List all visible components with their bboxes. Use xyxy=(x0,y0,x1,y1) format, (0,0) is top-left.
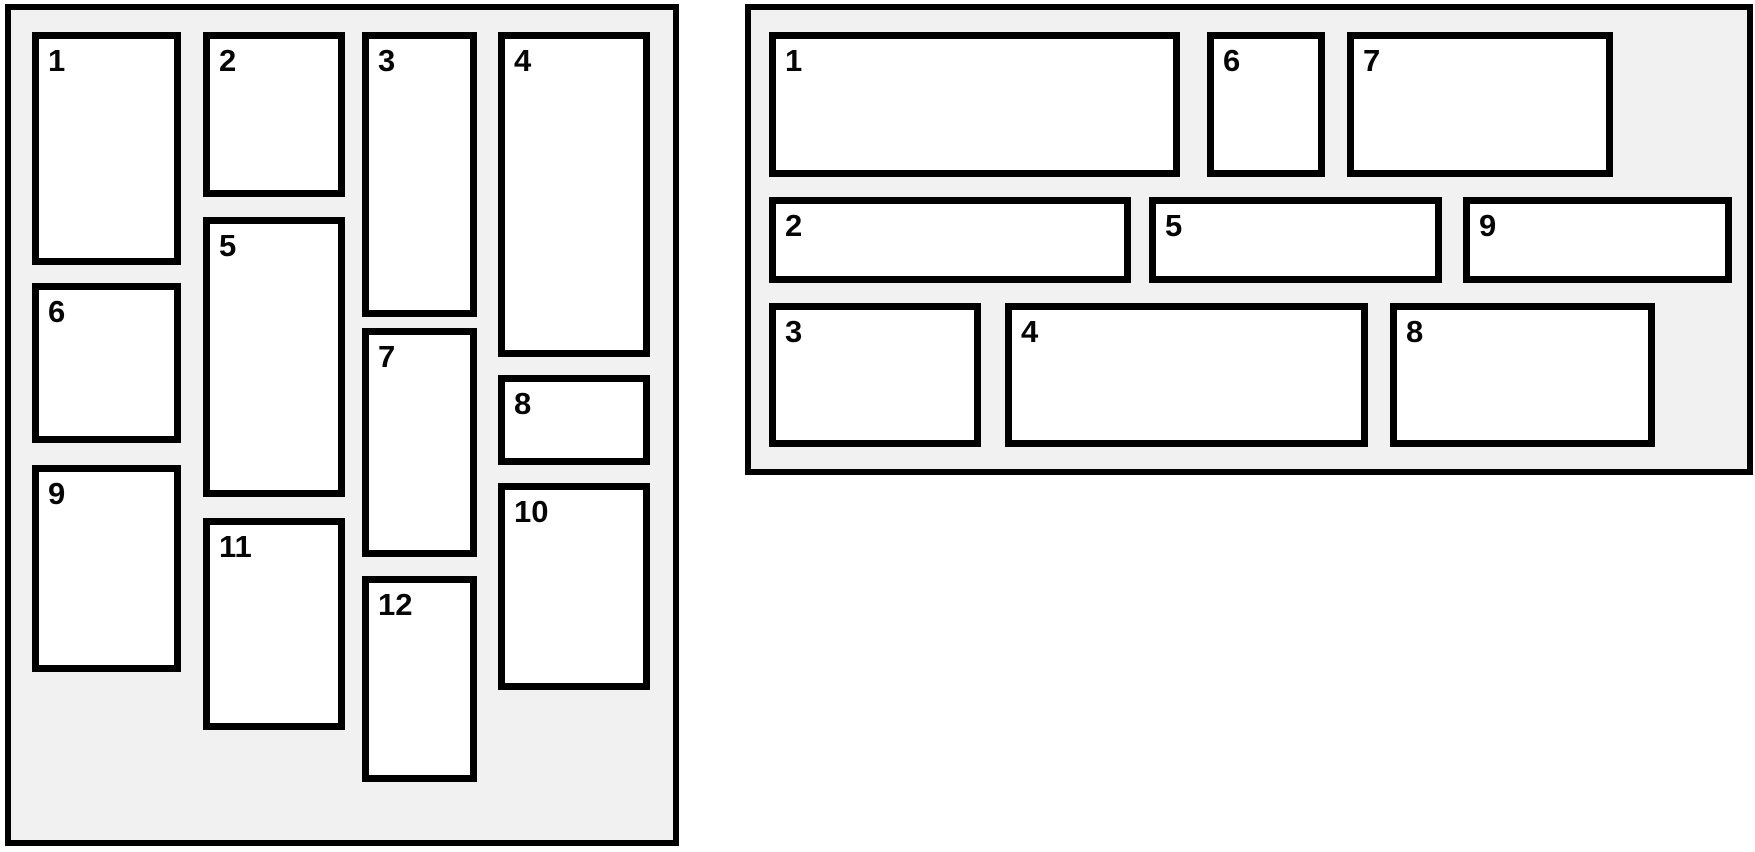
layout-box: 2 xyxy=(203,32,345,197)
layout-box: 3 xyxy=(362,32,477,317)
box-number-label: 5 xyxy=(219,228,237,263)
layout-box: 6 xyxy=(32,283,181,443)
layout-box: 2 xyxy=(769,197,1131,283)
box-number-label: 8 xyxy=(514,386,532,421)
box-number-label: 1 xyxy=(48,43,66,78)
box-number-label: 6 xyxy=(1223,43,1241,78)
layout-box: 6 xyxy=(1207,32,1325,177)
layout-box: 9 xyxy=(1463,197,1732,283)
layout-box: 9 xyxy=(32,465,181,672)
layout-box: 10 xyxy=(498,483,650,690)
box-number-label: 11 xyxy=(219,529,252,564)
box-number-label: 7 xyxy=(378,339,396,374)
box-number-label: 7 xyxy=(1363,43,1381,78)
layout-box: 1 xyxy=(32,32,181,265)
box-number-label: 2 xyxy=(785,208,803,243)
layout-box: 5 xyxy=(1149,197,1442,283)
box-number-label: 3 xyxy=(785,314,803,349)
box-number-label: 3 xyxy=(378,43,396,78)
box-number-label: 9 xyxy=(48,476,66,511)
layout-box: 7 xyxy=(1347,32,1613,177)
box-number-label: 1 xyxy=(785,43,803,78)
box-number-label: 2 xyxy=(219,43,237,78)
box-number-label: 8 xyxy=(1406,314,1424,349)
box-number-label: 4 xyxy=(1021,314,1039,349)
box-number-label: 4 xyxy=(514,43,532,78)
box-number-label: 5 xyxy=(1165,208,1183,243)
layout-box: 3 xyxy=(769,303,981,447)
box-number-label: 12 xyxy=(378,587,413,622)
layout-box: 4 xyxy=(1005,303,1368,447)
layout-box: 8 xyxy=(1390,303,1655,447)
box-number-label: 6 xyxy=(48,294,66,329)
layout-box: 12 xyxy=(362,576,477,782)
layout-box: 4 xyxy=(498,32,650,357)
layout-box: 1 xyxy=(769,32,1180,177)
layout-box: 11 xyxy=(203,518,345,730)
layout-box: 8 xyxy=(498,375,650,465)
box-number-label: 10 xyxy=(514,494,549,529)
layout-box: 5 xyxy=(203,217,345,497)
box-number-label: 9 xyxy=(1479,208,1497,243)
layout-box: 7 xyxy=(362,328,477,557)
